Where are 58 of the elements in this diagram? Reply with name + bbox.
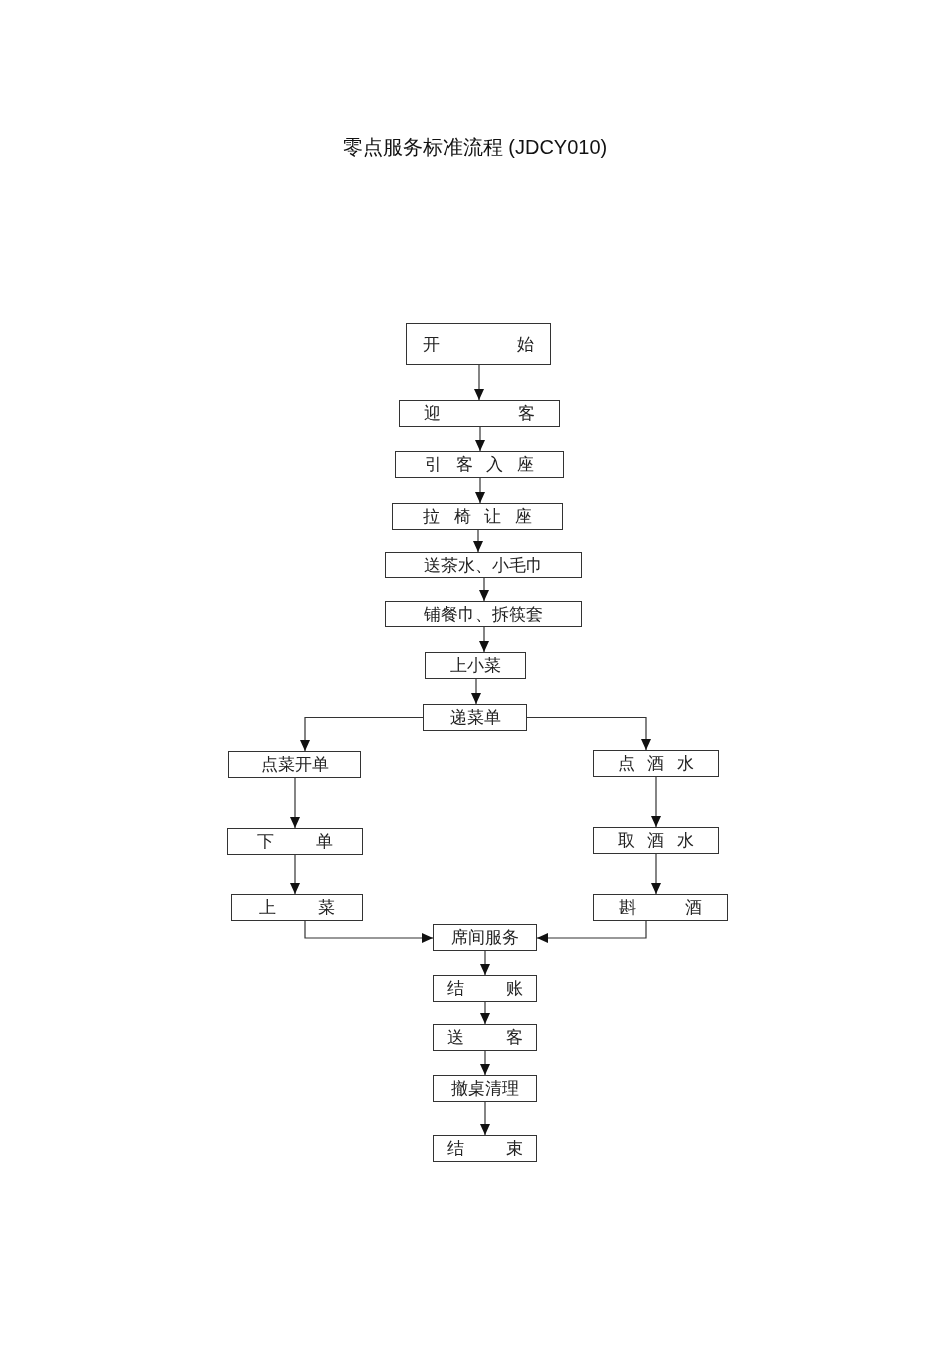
process-box [433, 1024, 537, 1051]
step-label: 斟 酒 [618, 896, 703, 919]
step-label: 席间服务 [451, 926, 519, 949]
step-label: 铺餐巾、拆筷套 [424, 602, 543, 626]
arrow [479, 577, 489, 602]
diagram-title: 零点服务标准流程 (JDCY010) [342, 136, 608, 158]
arrow [536, 920, 647, 943]
process-box [231, 894, 363, 921]
process-box [425, 652, 526, 679]
process-box [227, 828, 363, 855]
arrow [304, 920, 434, 943]
step-label: 下 单 [256, 830, 334, 853]
step-label: 点菜开单 [260, 753, 329, 776]
step-label: 取 酒 水 [618, 829, 694, 852]
step-label: 开 始 [423, 332, 534, 356]
arrow [480, 1101, 490, 1136]
step-label: 迎 客 [424, 402, 535, 425]
step-label: 送茶水、小毛巾 [424, 553, 543, 577]
arrow [480, 1050, 490, 1076]
process-box [395, 451, 564, 478]
arrow [475, 426, 485, 452]
step-label: 上小菜 [450, 654, 501, 677]
step-label: 撤桌清理 [451, 1077, 519, 1100]
process-box [399, 400, 560, 427]
process-box [593, 827, 719, 854]
process-box [385, 552, 582, 578]
arrow [290, 777, 300, 829]
arrow [526, 716, 651, 751]
process-box [433, 1135, 537, 1162]
arrow [473, 529, 483, 553]
step-label: 结 账 [446, 977, 524, 1000]
process-box [593, 894, 728, 921]
process-box [593, 750, 719, 777]
arrow [475, 477, 485, 504]
arrow [651, 776, 661, 828]
arrow [300, 716, 424, 752]
arrow [651, 853, 661, 895]
process-box [433, 975, 537, 1002]
process-box [392, 503, 563, 530]
step-label: 送 客 [446, 1026, 524, 1049]
step-label: 点 酒 水 [618, 752, 694, 775]
process-box [406, 323, 551, 365]
step-label: 上 菜 [258, 896, 336, 919]
arrow [480, 1001, 490, 1025]
step-label: 引 客 入 座 [424, 453, 535, 476]
arrow [471, 678, 481, 705]
process-box [433, 1075, 537, 1102]
process-box [228, 751, 361, 778]
process-box [433, 924, 537, 951]
step-label: 递菜单 [449, 706, 501, 729]
arrow [480, 950, 490, 976]
step-label: 拉 椅 让 座 [422, 505, 533, 528]
arrow [290, 854, 300, 895]
process-box [385, 601, 582, 627]
step-label: 结 束 [446, 1137, 524, 1160]
process-box [423, 704, 527, 731]
arrow [474, 364, 484, 401]
arrow [479, 626, 489, 653]
